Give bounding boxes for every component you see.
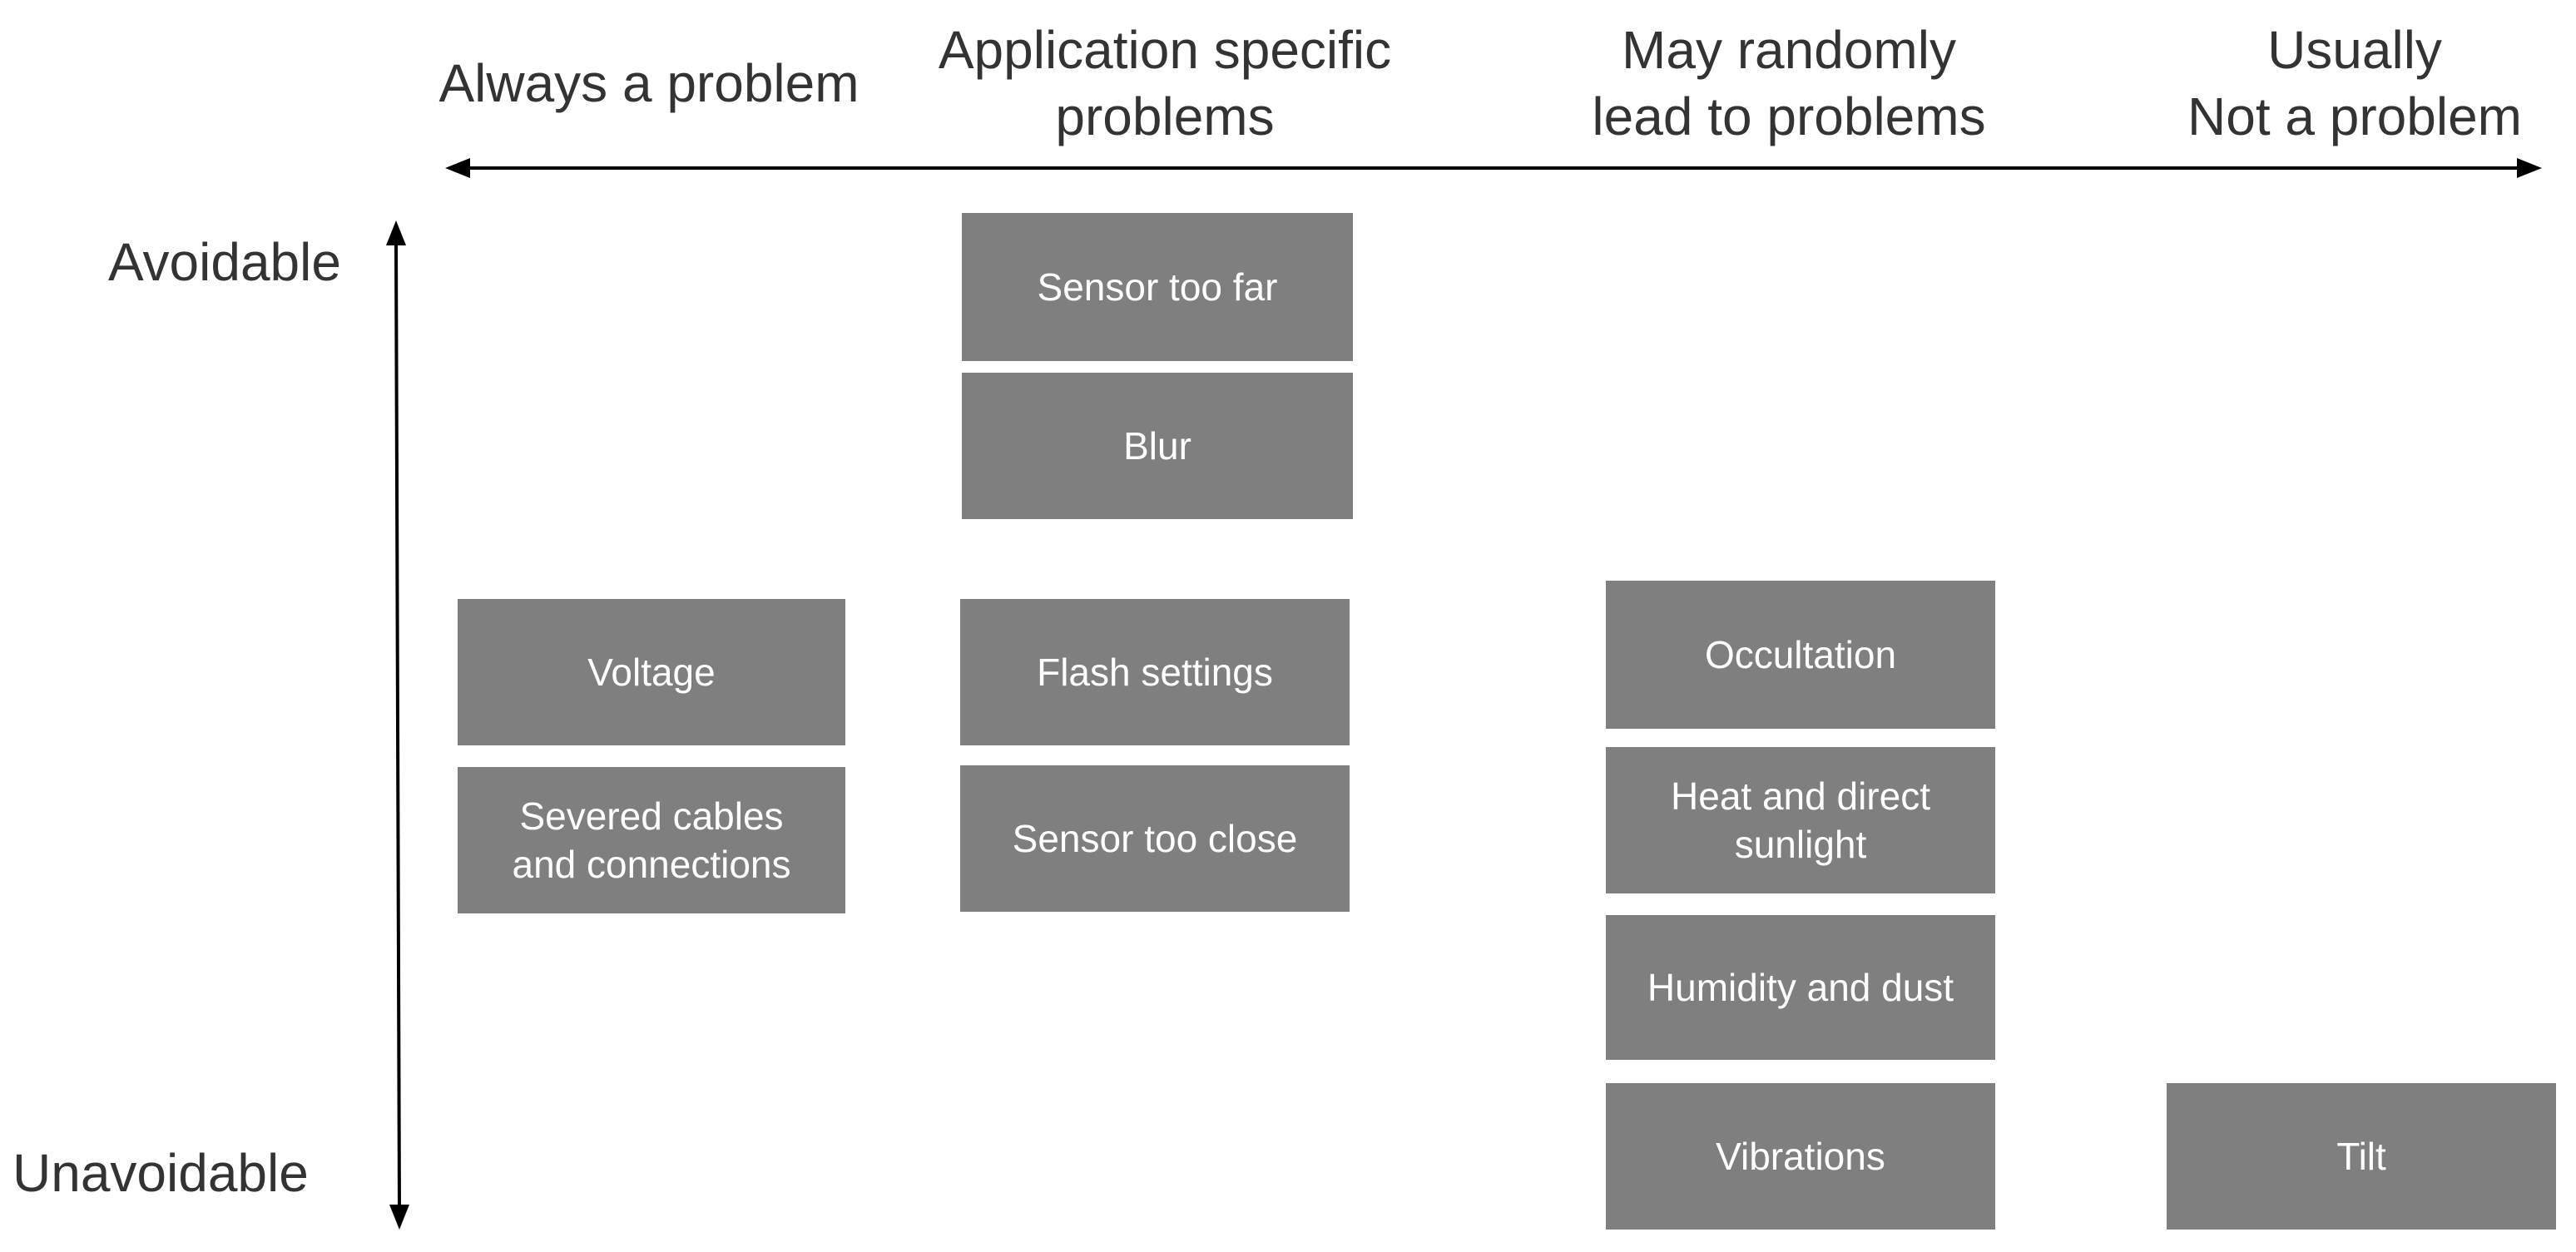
y-axis-line	[394, 240, 401, 1211]
box-blur: Blur	[962, 373, 1353, 519]
box-sensor-too-far: Sensor too far	[962, 213, 1353, 361]
y-axis-label-avoidable: Avoidable	[108, 232, 341, 292]
x-axis-arrow-left	[445, 158, 470, 178]
box-severed-cables: Severed cables and connections	[458, 767, 845, 913]
column-header-usually-not: Usually Not a problem	[2187, 20, 2522, 146]
column-header-may-randomly: May randomly lead to problems	[1592, 20, 1986, 146]
box-sensor-too-close: Sensor too close	[960, 765, 1350, 912]
box-voltage: Voltage	[458, 599, 845, 745]
column-header-application-specific: Application specific problems	[938, 20, 1392, 146]
box-flash-settings: Flash settings	[960, 599, 1350, 745]
box-tilt: Tilt	[2167, 1083, 2556, 1230]
box-vibrations: Vibrations	[1606, 1083, 1995, 1230]
box-heat-sunlight: Heat and direct sunlight	[1606, 747, 1995, 893]
box-humidity-dust: Humidity and dust	[1606, 915, 1995, 1060]
y-axis-arrow-up	[386, 220, 406, 245]
box-occultation: Occultation	[1606, 581, 1995, 729]
y-axis-label-unavoidable: Unavoidable	[12, 1143, 309, 1203]
y-axis-arrow-down	[389, 1205, 409, 1230]
column-header-always: Always a problem	[438, 53, 859, 113]
x-axis-arrow-right	[2517, 158, 2542, 178]
